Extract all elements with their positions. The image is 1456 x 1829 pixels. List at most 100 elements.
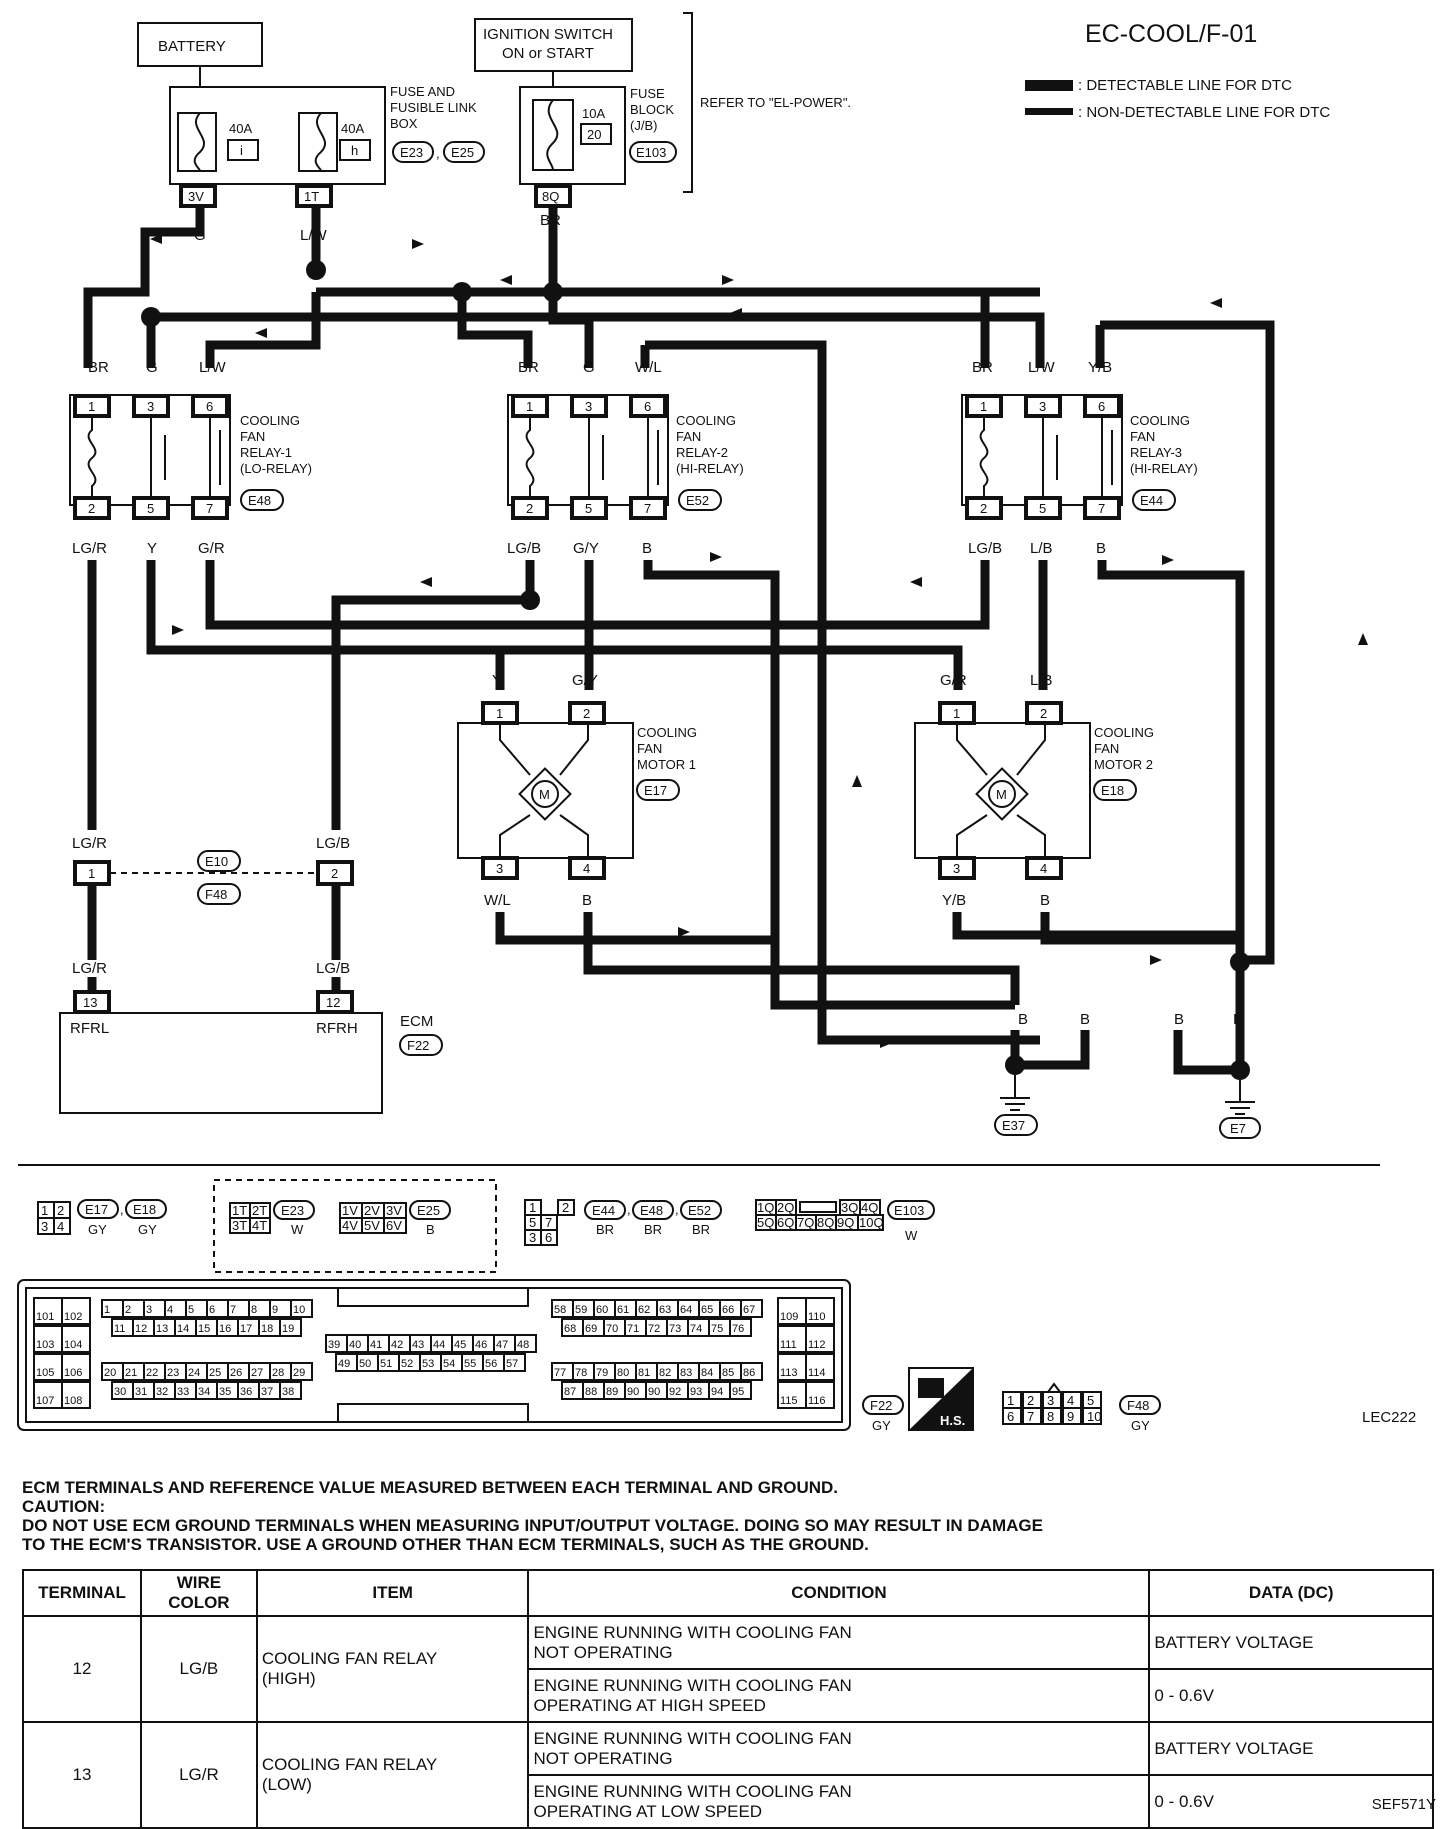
ground-e7-symbol <box>1225 1080 1255 1115</box>
svg-text:B: B <box>642 540 652 557</box>
f48-pin-cell <box>1062 1407 1082 1425</box>
ecm-pin-label: 45 <box>454 1339 466 1351</box>
svg-text:7: 7 <box>545 1215 552 1230</box>
svg-text:12: 12 <box>326 995 340 1010</box>
ecm-pin-cell <box>33 1353 63 1381</box>
ecm-pin-label: 9 <box>272 1304 278 1316</box>
svg-text:2: 2 <box>980 501 987 516</box>
ecm-pin-label: 1 <box>104 1304 110 1316</box>
ecm-pin-label: 33 <box>177 1386 189 1398</box>
svg-text:LG/R: LG/R <box>72 960 107 977</box>
battery-label: BATTERY <box>158 38 226 55</box>
svg-text:MOTOR 2: MOTOR 2 <box>1094 757 1153 772</box>
svg-text:,: , <box>675 1202 679 1217</box>
ecm-pin-label: 61 <box>617 1304 629 1316</box>
ecm-pin-label: 65 <box>701 1304 713 1316</box>
svg-text:1: 1 <box>980 399 987 414</box>
ecm-pin-cell <box>61 1325 91 1353</box>
svg-text:E17: E17 <box>85 1202 108 1217</box>
svg-text:FAN: FAN <box>240 429 265 444</box>
svg-text:G: G <box>194 227 206 244</box>
ecm-pin-label: 86 <box>743 1367 755 1379</box>
svg-text:L/W: L/W <box>1028 359 1056 376</box>
svg-text:6: 6 <box>545 1230 552 1245</box>
svg-text:2V: 2V <box>364 1203 380 1218</box>
ecm-pin-label: 92 <box>669 1386 681 1398</box>
fuse-box-label-2: FUSIBLE LINK <box>390 100 477 115</box>
fuse2-id: h <box>351 143 358 158</box>
svg-text:3: 3 <box>585 399 592 414</box>
ecm-pin-label: 115 <box>780 1395 798 1407</box>
svg-text:1Q: 1Q <box>757 1200 774 1215</box>
ecm-pin-label: 38 <box>282 1386 294 1398</box>
ecm-pin-label: 46 <box>475 1339 487 1351</box>
legend-detectable: : DETECTABLE LINE FOR DTC <box>1078 77 1292 94</box>
svg-text:6: 6 <box>644 399 651 414</box>
ecm-pin-label: 24 <box>188 1367 200 1379</box>
ecm-pin-label: 23 <box>167 1367 179 1379</box>
ecm-pin-label: 66 <box>722 1304 734 1316</box>
ecm-pin-label: 49 <box>338 1358 350 1370</box>
fuse3-id: 20 <box>587 127 601 142</box>
fan-motor-2: 1 2 3 4 M <box>914 701 1091 880</box>
svg-text:W: W <box>291 1222 304 1237</box>
ecm-pin-label: 71 <box>627 1323 639 1335</box>
svg-text:RFRH: RFRH <box>316 1020 358 1037</box>
svg-text:GY: GY <box>872 1418 891 1433</box>
svg-text:G/R: G/R <box>198 540 225 557</box>
svg-text:3: 3 <box>1039 399 1046 414</box>
svg-text:W/L: W/L <box>484 892 511 909</box>
svg-text:COOLING: COOLING <box>676 413 736 428</box>
f48-pin-label: 4 <box>1067 1393 1074 1408</box>
ignition-label-1: IGNITION SWITCH <box>483 26 613 43</box>
svg-text:3: 3 <box>147 399 154 414</box>
svg-text:B: B <box>426 1222 435 1237</box>
svg-text:3: 3 <box>529 1230 536 1245</box>
ecm-pin-label: 59 <box>575 1304 587 1316</box>
svg-text:FAN: FAN <box>676 429 701 444</box>
ecm-pin-label: 84 <box>701 1367 713 1379</box>
ecm-pin-label: 30 <box>114 1386 126 1398</box>
svg-text:3T: 3T <box>232 1218 247 1233</box>
hs-symbol: H.S. <box>908 1367 974 1431</box>
e103-connector-view: 1Q 2Q 3Q 4Q 5Q 6Q 7Q 8Q 9Q 10Q <box>755 1199 884 1231</box>
svg-text:3: 3 <box>496 861 503 876</box>
ecm-pin-label: 81 <box>638 1367 650 1379</box>
svg-text:2: 2 <box>331 866 338 881</box>
svg-text:3Q: 3Q <box>841 1200 858 1215</box>
ecm-pin-label: 80 <box>617 1367 629 1379</box>
col-data: DATA (DC) <box>1148 1569 1434 1617</box>
ecm-pin-cell <box>729 1381 752 1400</box>
ecm-pin-label: 37 <box>261 1386 273 1398</box>
ecm-pin-cell <box>805 1297 835 1325</box>
svg-text:LG/B: LG/B <box>507 540 541 557</box>
ecm-pin-label: 35 <box>219 1386 231 1398</box>
ecm-pin-label: 42 <box>391 1339 403 1351</box>
ecm-pin-label: 36 <box>240 1386 252 1398</box>
svg-text:3: 3 <box>41 1219 48 1234</box>
ecm-pin-label: 22 <box>146 1367 158 1379</box>
ecm-pin-label: 69 <box>585 1323 597 1335</box>
fuse1-terminal: 3V <box>188 189 204 204</box>
ecm-pin-label: 88 <box>585 1386 597 1398</box>
ecm-pin-cell <box>279 1318 302 1337</box>
ground-e37: E37 <box>1002 1118 1025 1133</box>
col-condition: CONDITION <box>527 1569 1151 1617</box>
conn-e10: E10 <box>205 854 228 869</box>
ecm-pin-label: 26 <box>230 1367 242 1379</box>
ecm-pin-label: 5 <box>188 1304 194 1316</box>
svg-text:E23: E23 <box>281 1203 304 1218</box>
ecm-pin-cell <box>290 1299 313 1318</box>
svg-text:6: 6 <box>206 399 213 414</box>
svg-text:B: B <box>1018 1011 1028 1028</box>
ecm-pin-cell <box>33 1325 63 1353</box>
conn-f48: F48 <box>205 887 227 902</box>
svg-text:BR: BR <box>88 359 109 376</box>
svg-text:L/W: L/W <box>199 359 227 376</box>
ecm-pin-cell <box>777 1325 807 1353</box>
svg-text:GY: GY <box>1131 1418 1150 1433</box>
relay-1: 1 3 6 2 5 7 <box>69 394 231 520</box>
ecm-pin-cell <box>740 1362 763 1381</box>
